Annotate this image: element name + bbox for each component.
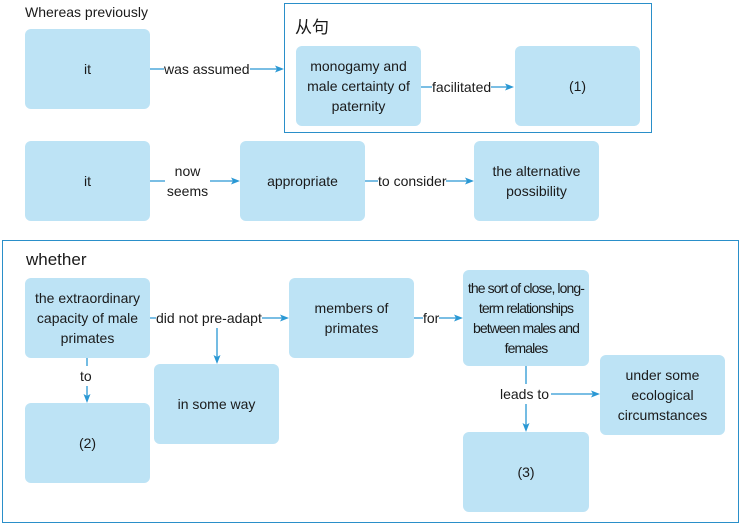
node-blank-2: (2)	[25, 403, 150, 483]
edge-label-facilitated: facilitated	[432, 77, 492, 97]
node-alternative-possibility: the alternative possibility	[474, 141, 599, 221]
node-members-of-primates: members of primates	[289, 278, 414, 358]
arrowhead	[275, 65, 284, 73]
whether-frame	[2, 240, 739, 523]
arrowhead	[465, 177, 474, 185]
node-in-some-way: in some way	[154, 364, 279, 444]
arrowhead	[231, 177, 240, 185]
node-subject-it-2: it	[25, 141, 150, 221]
node-blank-1: (1)	[515, 46, 640, 126]
edge-label-did-not-pre-adapt: did not pre-adapt	[156, 308, 262, 328]
node-extraordinary-capacity: the extraordinary capacity of male prima…	[25, 278, 150, 358]
node-relationships: the sort of close, long-term relationshi…	[463, 270, 589, 366]
clause-frame	[284, 3, 652, 133]
section-title-whereas: Whereas previously	[25, 4, 148, 20]
node-appropriate: appropriate	[240, 141, 365, 221]
edge-label-now-seems: now seems	[165, 161, 210, 201]
node-blank-3: (3)	[463, 432, 589, 512]
edge-label-was-assumed: was assumed	[164, 59, 250, 79]
node-subject-it-1: it	[25, 29, 150, 109]
edge-label-to: to	[80, 366, 92, 386]
section-title-whether: whether	[26, 250, 87, 269]
edge-label-to-consider: to consider	[378, 171, 447, 191]
clause-title: 从句	[295, 18, 329, 37]
node-clause-subject: monogamy and male certainty of paternity	[296, 46, 421, 126]
node-ecological-circumstances: under some ecological circumstances	[600, 355, 725, 435]
edge-label-for: for	[423, 308, 440, 328]
edge-label-leads-to: leads to	[498, 384, 552, 404]
